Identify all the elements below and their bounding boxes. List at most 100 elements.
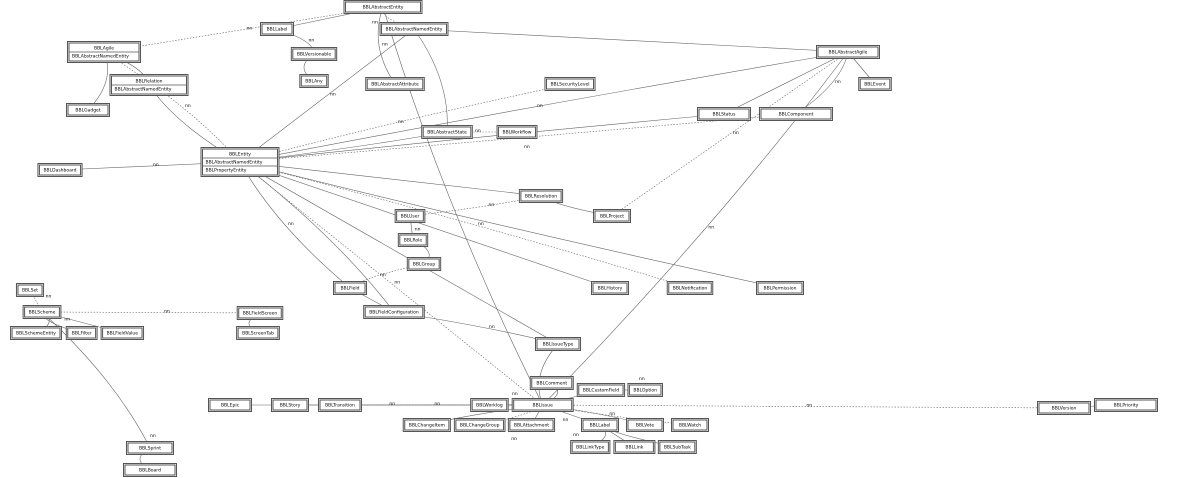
class-node[interactable]: BBLUser bbox=[394, 209, 426, 223]
class-node[interactable]: BBLSecurityLevel bbox=[544, 77, 596, 91]
class-node[interactable]: BBLFilter bbox=[65, 326, 98, 340]
edge-label: nn bbox=[806, 404, 812, 409]
class-node[interactable]: BBLAbstractAgile bbox=[816, 45, 880, 59]
class-node[interactable]: BBLSet bbox=[15, 283, 45, 297]
class-node[interactable]: BBLFieldScreen bbox=[236, 306, 284, 320]
class-node[interactable]: BBLAbstractEntity bbox=[343, 0, 423, 14]
edge-label: nn bbox=[524, 145, 530, 150]
class-node[interactable]: BBLCustomField bbox=[576, 383, 626, 397]
class-node[interactable]: BBLField bbox=[333, 281, 367, 295]
class-node[interactable]: BBLGroup bbox=[406, 257, 442, 271]
class-name: BBLEntity bbox=[229, 152, 251, 158]
edge-label: nn bbox=[153, 163, 159, 168]
class-name: BBLLabel bbox=[590, 423, 611, 429]
class-name: BBLWatch bbox=[679, 423, 701, 429]
class-name: BBLAbstractNamedEntity bbox=[115, 87, 172, 93]
class-node[interactable]: BBLResolution bbox=[518, 189, 564, 203]
class-node[interactable]: BBLHistory bbox=[591, 281, 629, 295]
class-node[interactable]: BBLScreenTab bbox=[236, 326, 280, 340]
class-node[interactable]: BBLStory bbox=[271, 398, 309, 412]
class-node[interactable]: BBLDashboard bbox=[37, 163, 83, 177]
class-name: BBLAgile bbox=[94, 46, 114, 52]
class-name: BBLAbstractAgile bbox=[829, 50, 868, 56]
class-node[interactable]: BBLStatus bbox=[697, 107, 751, 121]
class-name: BBLComment bbox=[536, 381, 567, 387]
class-name: BBLChangeItem bbox=[409, 423, 445, 429]
class-name: BBLAbstractNamedEntity bbox=[386, 27, 443, 33]
class-name: BBLIssue bbox=[533, 403, 554, 409]
class-name: BBLChangeGroup bbox=[460, 423, 500, 429]
class-node[interactable]: BBLLabel bbox=[260, 22, 294, 36]
class-node[interactable]: BBLVote bbox=[626, 418, 664, 432]
edge-label: nn bbox=[64, 318, 70, 323]
class-name: BBLVersion bbox=[1052, 406, 1077, 412]
class-node[interactable]: BBLSubTask bbox=[657, 440, 697, 454]
edge bbox=[41, 311, 261, 314]
edge-label: nn bbox=[415, 227, 421, 232]
class-node[interactable]: BBLAbstractNamedEntity bbox=[379, 22, 449, 36]
class-node[interactable]: BBLAbstractState bbox=[421, 125, 473, 139]
class-name: BBLScreenTab bbox=[242, 331, 274, 337]
class-node[interactable]: BBLProject bbox=[593, 209, 631, 223]
class-node[interactable]: BBLSprint bbox=[126, 441, 174, 455]
class-name: BBLScheme bbox=[29, 310, 56, 316]
class-node[interactable]: BBLScheme bbox=[22, 305, 62, 319]
class-name: BBLSet bbox=[22, 288, 38, 294]
edge bbox=[377, 6, 396, 85]
class-node[interactable]: BBLEpic bbox=[208, 398, 252, 412]
edge-label: nn bbox=[573, 433, 579, 438]
class-name: BBLRole bbox=[404, 238, 423, 244]
class-node[interactable]: BBLComment bbox=[529, 376, 574, 390]
class-node[interactable]: BBLGadget bbox=[66, 103, 110, 117]
edge-label: nn bbox=[478, 222, 484, 227]
class-node[interactable]: BBLLinkType bbox=[570, 440, 611, 454]
class-node[interactable]: BBLLink bbox=[613, 440, 656, 454]
class-name: BBLResolution bbox=[525, 194, 557, 200]
class-name: BBLAbstractNamedEntity bbox=[206, 160, 263, 166]
class-node[interactable]: BBLIssue bbox=[511, 398, 574, 412]
class-name: BBLVote bbox=[636, 423, 654, 429]
class-node[interactable]: BBLAttachment bbox=[507, 418, 556, 432]
class-name: BBLEpic bbox=[221, 403, 240, 409]
class-node[interactable]: BBLNotification bbox=[666, 281, 714, 295]
class-node[interactable]: BBLPermission bbox=[756, 281, 804, 295]
class-node[interactable]: BBLSchemeEntity bbox=[10, 326, 62, 340]
class-name: BBLBoard bbox=[139, 468, 161, 474]
class-node[interactable]: BBLTransition bbox=[318, 398, 362, 412]
class-node[interactable]: BBLVersion bbox=[1037, 401, 1091, 415]
class-node[interactable]: BBLAbstractAttribute bbox=[365, 77, 425, 91]
class-node[interactable]: BBLAny bbox=[299, 74, 329, 88]
edge-label: nn bbox=[394, 281, 400, 286]
edge-label: nn bbox=[563, 418, 569, 423]
edge-label: nn bbox=[309, 39, 315, 44]
class-node[interactable]: BBLWorkflow bbox=[496, 125, 538, 139]
class-node[interactable]: BBLEvent bbox=[858, 77, 892, 91]
class-name: BBLVersionable bbox=[297, 52, 332, 58]
class-node[interactable]: BBLChangeGroup bbox=[453, 418, 506, 432]
class-name: BBLCustomField bbox=[583, 388, 619, 394]
class-node[interactable]: BBLChangeItem bbox=[402, 418, 451, 432]
class-name: BBLStory bbox=[280, 403, 301, 409]
class-node[interactable]: BBLLabel bbox=[581, 418, 619, 432]
edge bbox=[409, 195, 542, 217]
class-node[interactable]: BBLIssueType bbox=[535, 337, 581, 351]
class-node[interactable]: BBLWorklog bbox=[470, 398, 509, 412]
edge-label: nn bbox=[489, 203, 495, 208]
class-node[interactable]: BBLWatch bbox=[671, 418, 709, 432]
class-node[interactable]: BBLVersionable bbox=[290, 47, 338, 61]
class-node[interactable]: BBLComponent bbox=[759, 107, 833, 121]
class-node[interactable]: BBLFieldValue bbox=[100, 326, 145, 340]
class-node[interactable]: BBLBoard bbox=[123, 463, 177, 477]
class-name: BBLAbstractEntity bbox=[363, 5, 404, 11]
class-node[interactable]: BBLOption bbox=[627, 383, 663, 397]
class-node[interactable]: BBLPriority bbox=[1094, 398, 1158, 412]
class-name: BBLRelation bbox=[135, 79, 162, 85]
class-node[interactable]: BBLRole bbox=[397, 233, 429, 247]
edge-label: nn bbox=[511, 437, 517, 442]
class-node[interactable]: BBLEntityBBLAbstractNamedEntityBBLProper… bbox=[200, 147, 280, 177]
class-node[interactable]: BBLFieldConfiguration bbox=[363, 305, 425, 319]
edge bbox=[239, 161, 691, 289]
edge-label: nn bbox=[164, 310, 170, 315]
